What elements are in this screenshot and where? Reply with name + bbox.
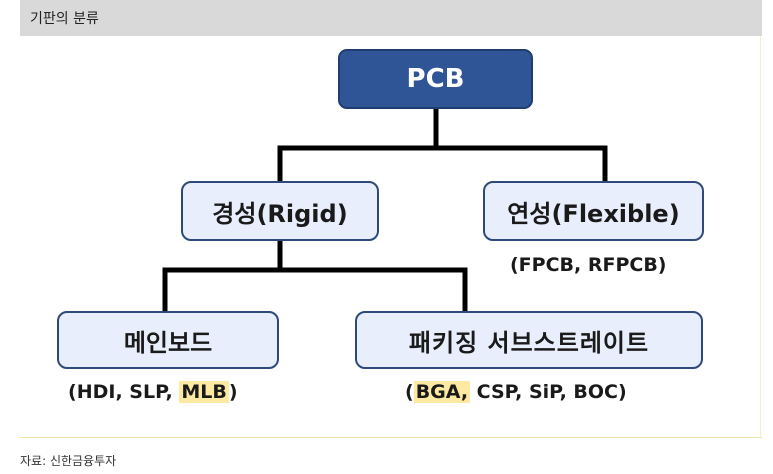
frame-border-right	[760, 36, 761, 437]
node-pcb-label: PCB	[406, 64, 465, 94]
mainboard-sub-label: (HDI, SLP, MLB)	[68, 381, 238, 403]
substrate-sub-item-highlight: BGA,	[413, 381, 471, 403]
substrate-sub-open: (	[405, 381, 414, 403]
mainboard-sub-item: SLP	[129, 381, 166, 403]
mainboard-sub-open: (	[68, 381, 77, 403]
node-box-substrate	[355, 311, 703, 369]
source-note: 자료: 신한금융투자	[20, 454, 117, 468]
substrate-sub-item: BOC	[573, 381, 618, 403]
node-box-mainboard	[57, 311, 279, 369]
substrate-sub-item: SiP	[528, 381, 560, 403]
frame-border-bottom	[20, 437, 762, 438]
node-flexible-label: 연성(Flexible)	[507, 199, 680, 228]
node-rigid-label: 경성(Rigid)	[212, 199, 348, 228]
substrate-sub-item: BGA	[415, 381, 461, 403]
flexible-sub-label: (FPCB, RFPCB)	[510, 254, 667, 276]
node-box-pcb	[338, 49, 533, 109]
connector-lines	[162, 105, 608, 315]
node-mainboard-label: 메인보드	[123, 328, 213, 357]
node-box-flexible	[483, 181, 704, 241]
mainboard-sub-item-highlight: MLB	[179, 381, 229, 403]
substrate-sub-close: )	[618, 381, 627, 403]
mainboard-sub-close: )	[228, 381, 238, 403]
page-title: 기판의 분류	[30, 11, 99, 27]
substrate-sub-item: CSP	[476, 381, 516, 403]
substrate-sub-label: (BGA, CSP, SiP, BOC)	[405, 381, 627, 403]
node-substrate-label: 패키징 서브스트레이트	[408, 328, 650, 357]
node-box-rigid	[181, 181, 379, 241]
title-bar: 기판의 분류	[20, 0, 762, 36]
mainboard-sub-item: HDI	[76, 381, 116, 403]
